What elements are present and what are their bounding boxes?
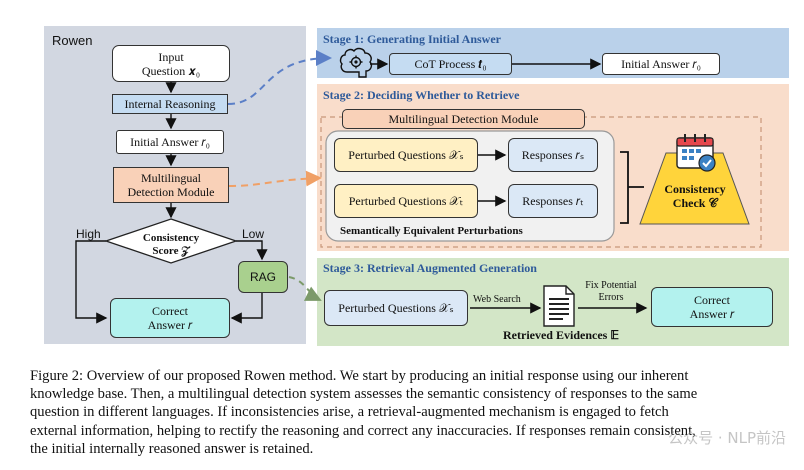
- caption-line-1: Figure 2: Overview of our proposed Rowen…: [30, 368, 689, 384]
- stage3-title: Stage 3: Retrieval Augmented Generation: [323, 261, 537, 275]
- stage1-title: Stage 1: Generating Initial Answer: [323, 32, 501, 46]
- correct-left-line2: Answer 𝑟: [147, 318, 193, 332]
- cot-process-box: CoT Process 𝒕₀: [389, 53, 512, 75]
- correct-answer-box-left: Correct Answer 𝑟: [110, 298, 230, 338]
- correct-s3-line2: Answer 𝑟: [689, 307, 735, 321]
- arrow-low-to-rag: [236, 240, 268, 261]
- watermark-text: 公众号 · NLP前沿: [668, 429, 786, 447]
- fix-errors-label: Fix Potential Errors: [578, 280, 644, 304]
- retrieved-evidences-label: Retrieved Evidences 𝔼: [503, 328, 620, 342]
- mdm-module-label: Multilingual Detection Module: [342, 109, 585, 129]
- consistency-score-label: Consistency Score 𝒵: [128, 231, 214, 259]
- input-question-box: Input Question 𝒙₀: [112, 45, 230, 82]
- consistency-check-line2: Check 𝒞: [672, 196, 718, 210]
- calendar-check-icon: [676, 134, 716, 172]
- caption-line-2: knowledge base. Then, a multilingual det…: [30, 386, 698, 403]
- responses-s-box: Responses 𝑟ₛ: [508, 138, 598, 172]
- input-line2: Question 𝒙₀: [141, 63, 201, 78]
- arrow-rag-to-correct: [230, 293, 263, 324]
- document-icon: [543, 285, 575, 327]
- mdm-line2: Detection Module: [127, 185, 215, 199]
- dashed-link-stage2: [228, 170, 322, 187]
- correct-answer-box-stage3: Correct Answer 𝑟: [651, 287, 773, 327]
- caption-line-4: external information, helping to rectify…: [30, 422, 696, 439]
- stage1-initial-answer-box: Initial Answer 𝑟₀: [602, 53, 720, 75]
- stage2-title: Stage 2: Deciding Whether to Retrieve: [323, 88, 520, 102]
- dashed-link-stage3: [288, 276, 322, 301]
- internal-reasoning-box: Internal Reasoning: [112, 94, 228, 114]
- input-line1: Input: [158, 49, 184, 64]
- consistency-score-diamond: [103, 218, 239, 264]
- correct-left-line1: Correct: [152, 304, 188, 318]
- stage3-perturbed-questions-box: Perturbed Questions 𝒳ₛ: [324, 290, 468, 326]
- mdm-line1: Multilingual: [141, 171, 201, 185]
- caption-line-3: question in different languages. If inco…: [30, 404, 669, 421]
- brain-gear-icon: [339, 47, 373, 78]
- dashed-link-stage1: [227, 50, 332, 105]
- responses-t-box: Responses 𝑟ₜ: [508, 184, 598, 218]
- perturbed-questions-t-box: Perturbed Questions 𝒳ₜ: [334, 184, 478, 218]
- caption-line-5: the initial internally reasoned answer i…: [30, 440, 314, 457]
- arrow-high-to-correct: [75, 240, 108, 324]
- consistency-check-label: Consistency Check 𝒞: [648, 180, 742, 212]
- fix-line2: Errors: [598, 292, 624, 303]
- consistency-score-line2: Score 𝒵: [152, 245, 190, 257]
- multilingual-detection-box: Multilingual Detection Module: [113, 167, 229, 203]
- initial-answer-box: Initial Answer 𝑟₀: [116, 130, 224, 154]
- rowen-title: Rowen: [52, 33, 93, 48]
- correct-s3-line1: Correct: [694, 293, 730, 307]
- perturbed-questions-s-box: Perturbed Questions 𝒳ₛ: [334, 138, 478, 172]
- web-search-label: Web Search: [473, 294, 521, 305]
- bracket-merge: [620, 151, 644, 224]
- high-label: High: [76, 227, 101, 241]
- consistency-score-line1: Consistency: [142, 232, 200, 244]
- low-label: Low: [242, 227, 265, 241]
- fix-line1: Fix Potential: [585, 280, 637, 291]
- figure-caption: Figure 2: Overview of our proposed Rowen…: [30, 367, 790, 458]
- semantic-perturbations-label: Semantically Equivalent Perturbations: [340, 225, 523, 237]
- rag-box: RAG: [238, 261, 288, 293]
- consistency-check-line1: Consistency: [664, 182, 726, 196]
